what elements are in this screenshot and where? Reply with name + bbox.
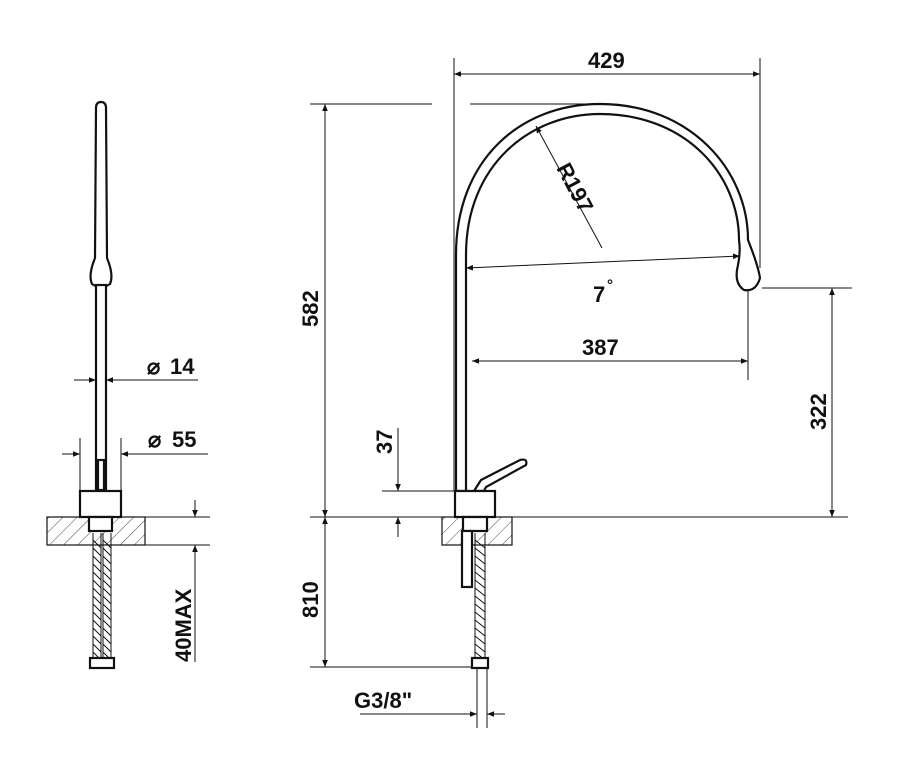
dimension-angle-7: 7 ° [465, 253, 741, 307]
dimension-g38: G3/8" [354, 668, 505, 728]
front-view-mount-sleeve [461, 515, 489, 533]
side-view-lever [96, 458, 106, 492]
dimension-37: 37 [372, 428, 455, 537]
angle-7-degree: ° [607, 277, 613, 294]
front-view-hoses [460, 529, 490, 670]
height-582-label: 582 [298, 290, 323, 327]
front-view-base [453, 489, 497, 519]
side-view: ⌀ 14 ⌀ 55 40MAX [46, 100, 210, 670]
reach-387-label: 387 [582, 335, 619, 360]
side-view-spout-tip [89, 100, 113, 289]
side-view-mount-sleeve [87, 515, 114, 533]
dimension-dia-14: ⌀ 14 [74, 354, 198, 383]
dimension-387: 387 [472, 290, 749, 380]
dia-55-symbol: ⌀ [148, 427, 162, 452]
depth-40max-label: 40MAX [171, 588, 196, 662]
dia-55-label: 55 [172, 427, 196, 452]
dia-14-label: 14 [170, 354, 195, 379]
dimension-r197: R197 [535, 125, 603, 249]
dimension-dia-55: ⌀ 55 [62, 427, 208, 491]
radius-197-label: R197 [552, 159, 599, 217]
front-view-spout [454, 102, 762, 493]
dimension-40max: 40MAX [145, 500, 210, 662]
front-view-lever [471, 458, 528, 493]
dimension-582: 582 [298, 103, 600, 517]
angle-7-label: 7 [593, 282, 605, 307]
dimension-429: 429 [453, 48, 761, 491]
dimension-322: 322 [762, 287, 852, 517]
front-view: 429 R197 7 ° 387 582 [298, 48, 852, 728]
dia-14-symbol: ⌀ [147, 354, 161, 379]
side-view-hoses [88, 533, 116, 670]
width-429-label: 429 [588, 48, 625, 73]
side-view-base [78, 489, 123, 519]
lever-37-label: 37 [372, 430, 397, 454]
thread-g38-label: G3/8" [354, 688, 412, 713]
height-322-label: 322 [806, 393, 831, 430]
dimension-810: 810 [298, 517, 472, 668]
hose-810-label: 810 [298, 581, 323, 618]
